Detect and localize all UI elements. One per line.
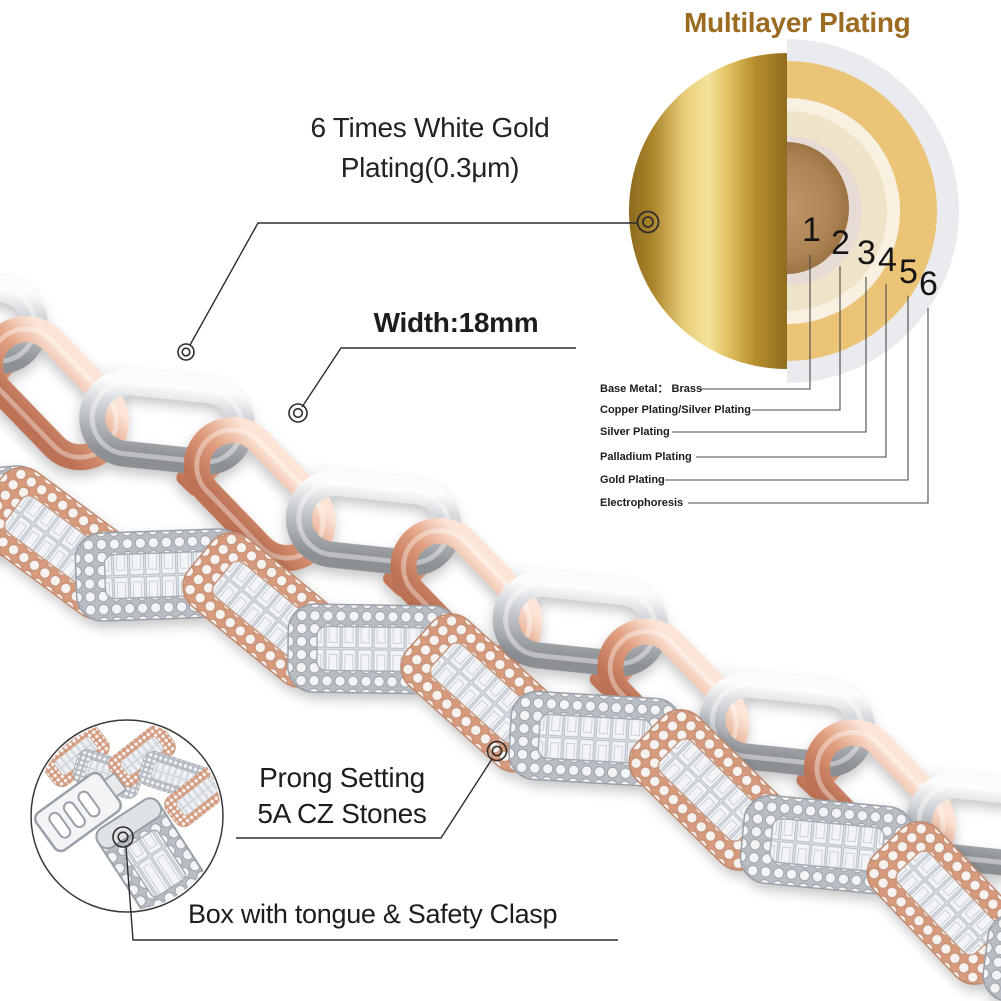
target-marker-width — [288, 403, 308, 423]
layer-number-6: 6 — [919, 265, 938, 303]
layer-number-1: 1 — [802, 211, 821, 249]
safety-tongue-graphic — [34, 771, 127, 853]
box-clasp-label: Box with tongue & Safety Clasp — [188, 899, 558, 929]
layer-label-palladium: Palladium Plating — [600, 451, 692, 463]
prong-setting-label: Prong Setting 5A CZ Stones — [257, 762, 427, 830]
layer-label-base-metal: Base Metal： Brass — [600, 383, 703, 395]
layer-number-3: 3 — [857, 234, 876, 272]
target-marker-white-gold — [177, 343, 195, 361]
plating-layer-lines — [665, 255, 929, 504]
layer-number-2: 2 — [831, 224, 850, 262]
diagram-title: Multilayer Plating — [684, 7, 911, 38]
plating-cross-section — [629, 39, 959, 383]
layer-number-5: 5 — [899, 253, 918, 291]
clasp-magnifier — [30, 719, 224, 913]
layer-label-electrophoresis: Electrophoresis — [600, 497, 684, 509]
target-marker-gold-circle — [636, 210, 660, 234]
target-marker-clasp — [112, 826, 134, 848]
layer-label-copper-silver: Copper Plating/Silver Plating — [600, 404, 751, 416]
layer-number-4: 4 — [878, 241, 897, 279]
annotation-lines — [112, 210, 660, 941]
white-gold-plating-label: 6 Times White Gold Plating(0.3μm) — [310, 112, 550, 183]
width-label: Width:18mm — [373, 307, 539, 338]
layer-label-silver: Silver Plating — [600, 426, 670, 438]
layer-label-gold: Gold Plating — [600, 474, 665, 486]
target-marker-prong — [486, 740, 508, 762]
